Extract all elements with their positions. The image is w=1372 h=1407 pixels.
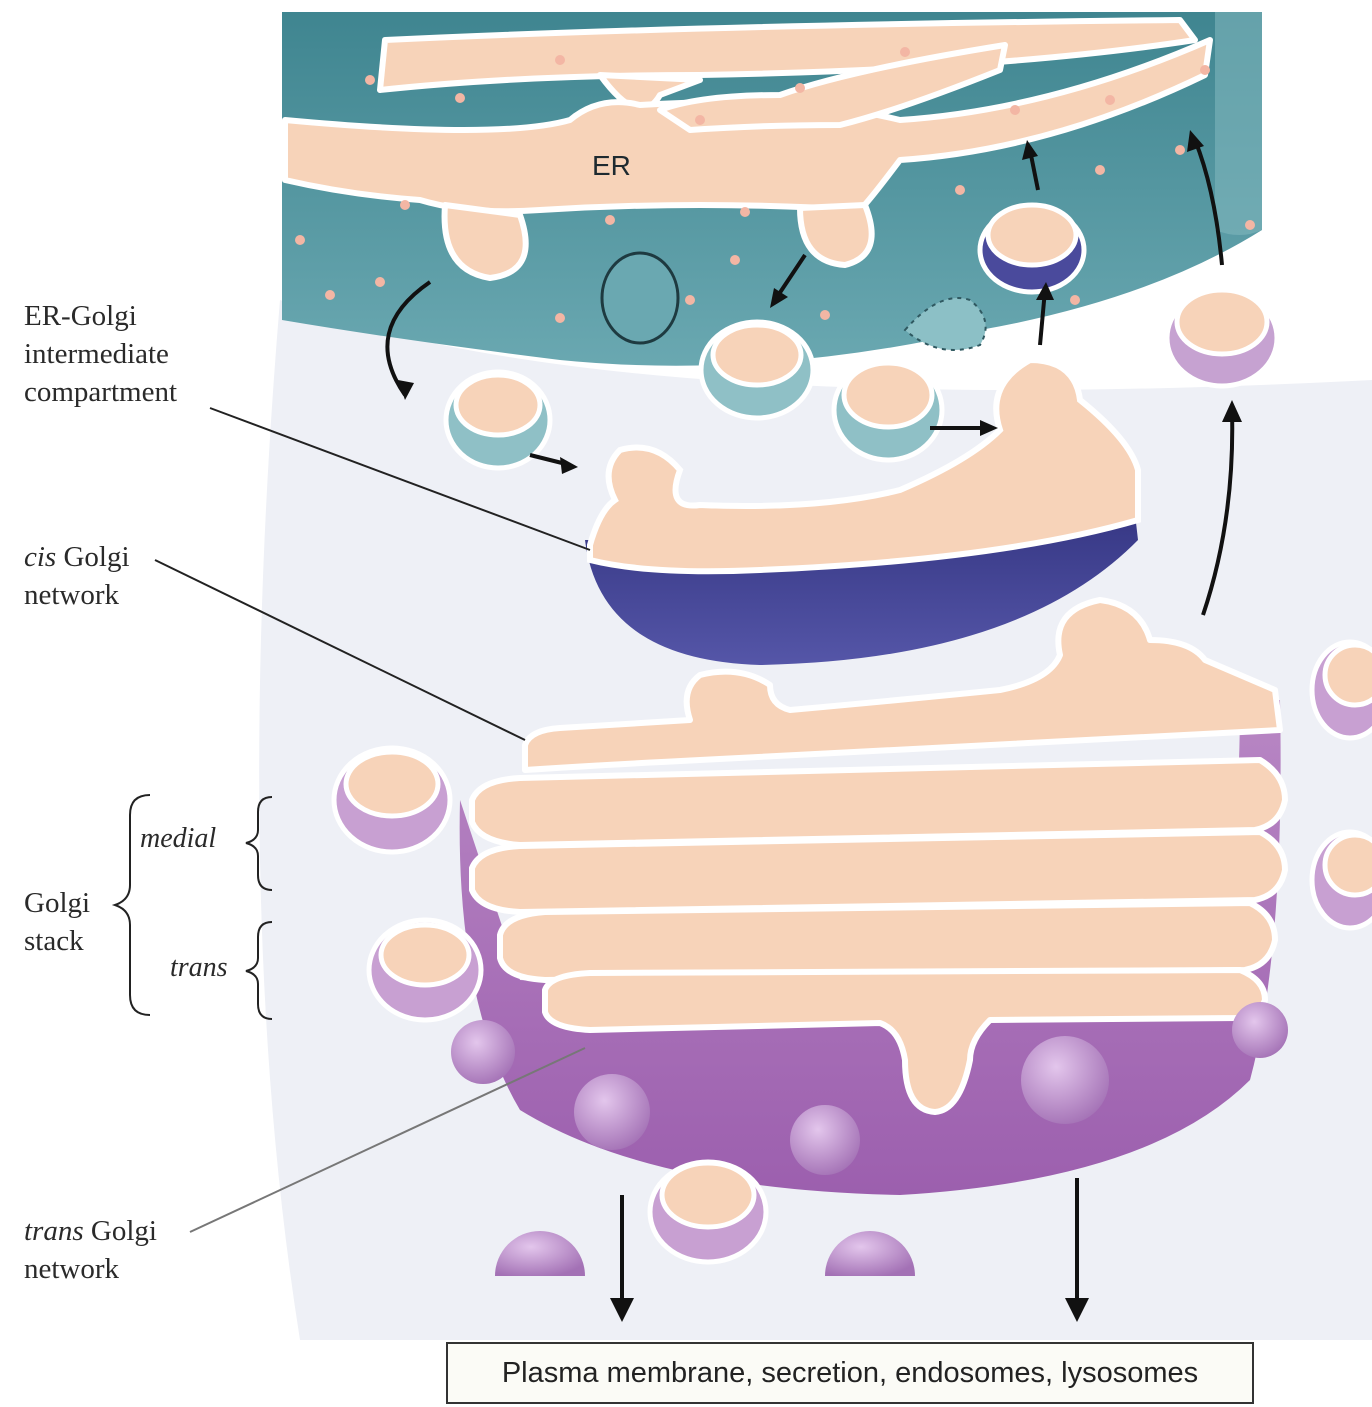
ergic-label-line-2: intermediate: [24, 335, 177, 373]
er-label: ER: [592, 150, 631, 182]
ergic-label: ER-Golgi intermediate compartment: [24, 297, 177, 411]
cis-golgi-label-line-1: cis Golgi: [24, 538, 130, 576]
cis-italic: cis: [24, 541, 56, 573]
trans-italic: trans: [24, 1215, 84, 1247]
trans-golgi-label-line-1: trans Golgi: [24, 1212, 157, 1250]
golgi-stack-label-line-1: Golgi: [24, 884, 90, 922]
trans-golgi-label: trans Golgi network: [24, 1212, 157, 1288]
golgi-stack-label: Golgi stack: [24, 884, 90, 960]
cis-golgi-label: cis Golgi network: [24, 538, 130, 614]
ergic-label-line-1: ER-Golgi: [24, 297, 177, 335]
ergic-label-line-3: compartment: [24, 373, 177, 411]
trans-golgi-label-line-2: network: [24, 1250, 157, 1288]
cis-golgi-label-line-2: network: [24, 576, 130, 614]
golgi-stack-label-line-2: stack: [24, 922, 90, 960]
trans-sub-label: trans: [170, 952, 228, 984]
cis-rest: Golgi: [56, 541, 129, 573]
medial-label: medial: [140, 823, 216, 855]
destinations-box: Plasma membrane, secretion, endosomes, l…: [446, 1342, 1254, 1404]
trans-rest: Golgi: [84, 1215, 157, 1247]
destinations-text: Plasma membrane, secretion, endosomes, l…: [502, 1357, 1198, 1390]
